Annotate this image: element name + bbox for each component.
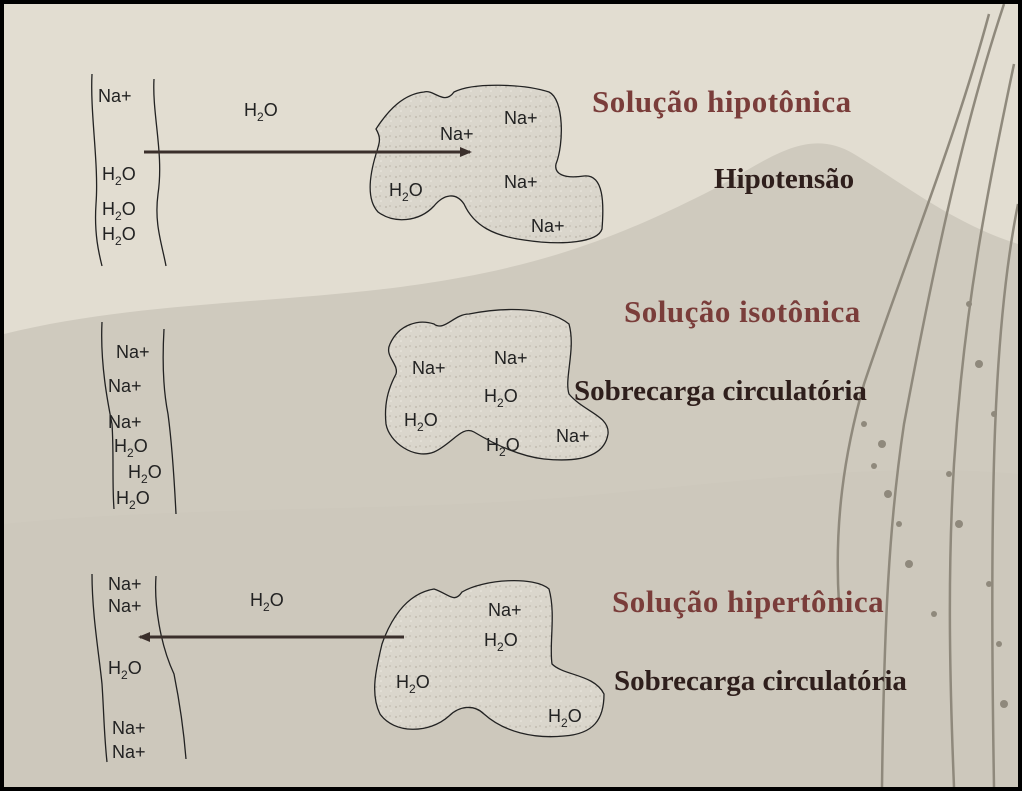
vessel-wall <box>91 573 187 763</box>
vessel-label: H2O <box>114 436 148 460</box>
cell-label: H2O <box>389 180 423 204</box>
vessel-label: H2O <box>108 658 142 682</box>
vessel-label: H2O <box>102 164 136 188</box>
willow-leaves-decoration <box>861 301 1008 708</box>
vessel-labels: Na+ Na+ Na+ H2O H2O H2O <box>108 342 162 512</box>
vessel-label: Na+ <box>112 742 146 762</box>
vessel-label: Na+ <box>108 376 142 396</box>
vessel-label: Na+ <box>108 412 142 432</box>
vessel-wall <box>101 321 177 515</box>
vessel-label: Na+ <box>98 86 132 106</box>
row-isotonic: Na+ Na+ Na+ H2O H2O H2O Na+ Na+ H2O H2O <box>101 294 867 515</box>
cell-membrane <box>369 84 604 244</box>
vessel-label: Na+ <box>108 574 142 594</box>
outside-water-label: H2O <box>250 590 284 614</box>
vessel-labels: Na+ Na+ H2O Na+ Na+ H2O <box>108 574 284 762</box>
vessel-label: H2O <box>102 224 136 248</box>
vessel-label: H2O <box>128 462 162 486</box>
vessel-label: Na+ <box>108 596 142 616</box>
cell-label: Na+ <box>494 348 528 368</box>
row-title: Solução isotônica <box>624 294 861 329</box>
row-effect: Sobrecarga circulatória <box>574 375 867 407</box>
row-effect: Hipotensão <box>714 163 854 195</box>
cell-label: Na+ <box>504 108 538 128</box>
cell-label: Na+ <box>504 172 538 192</box>
cell-label: Na+ <box>440 124 474 144</box>
cell-label: H2O <box>484 386 518 410</box>
cell-membrane <box>374 580 605 738</box>
cell-membrane <box>384 308 609 461</box>
outside-water-label: H2O <box>244 100 278 124</box>
vessel-label: H2O <box>102 199 136 223</box>
cell-label: H2O <box>486 435 520 459</box>
cell-labels: Na+ Na+ H2O Na+ Na+ <box>389 108 565 236</box>
cell-label: Na+ <box>531 216 565 236</box>
cell-label: H2O <box>396 672 430 696</box>
cell-label: Na+ <box>556 426 590 446</box>
diagram-canvas: Na+ H2O H2O H2O H2O Na+ Na+ H2O Na+ Na+ <box>4 4 1018 787</box>
vessel-labels: Na+ H2O H2O H2O H2O <box>98 86 278 248</box>
vessel-label: Na+ <box>116 342 150 362</box>
row-title: Solução hipotônica <box>592 84 852 119</box>
cell-label: H2O <box>484 630 518 654</box>
row-hypotonic: Na+ H2O H2O H2O H2O Na+ Na+ H2O Na+ Na+ <box>91 73 854 267</box>
cell-labels: Na+ Na+ H2O H2O H2O Na+ <box>404 348 590 459</box>
cell-label: H2O <box>404 410 438 434</box>
vessel-label: Na+ <box>112 718 146 738</box>
cell-labels: Na+ H2O H2O H2O <box>396 600 582 730</box>
cell-label: Na+ <box>488 600 522 620</box>
row-effect: Sobrecarga circulatória <box>614 665 907 697</box>
vessel-label: H2O <box>116 488 150 512</box>
row-hypertonic: Na+ Na+ H2O Na+ Na+ H2O Na+ H2O H2O H2O <box>91 573 907 763</box>
cell-label: Na+ <box>412 358 446 378</box>
willow-branch-decoration <box>836 4 1018 787</box>
cell-label: H2O <box>548 706 582 730</box>
vessel-wall <box>91 73 167 267</box>
row-title: Solução hipertônica <box>612 584 884 619</box>
